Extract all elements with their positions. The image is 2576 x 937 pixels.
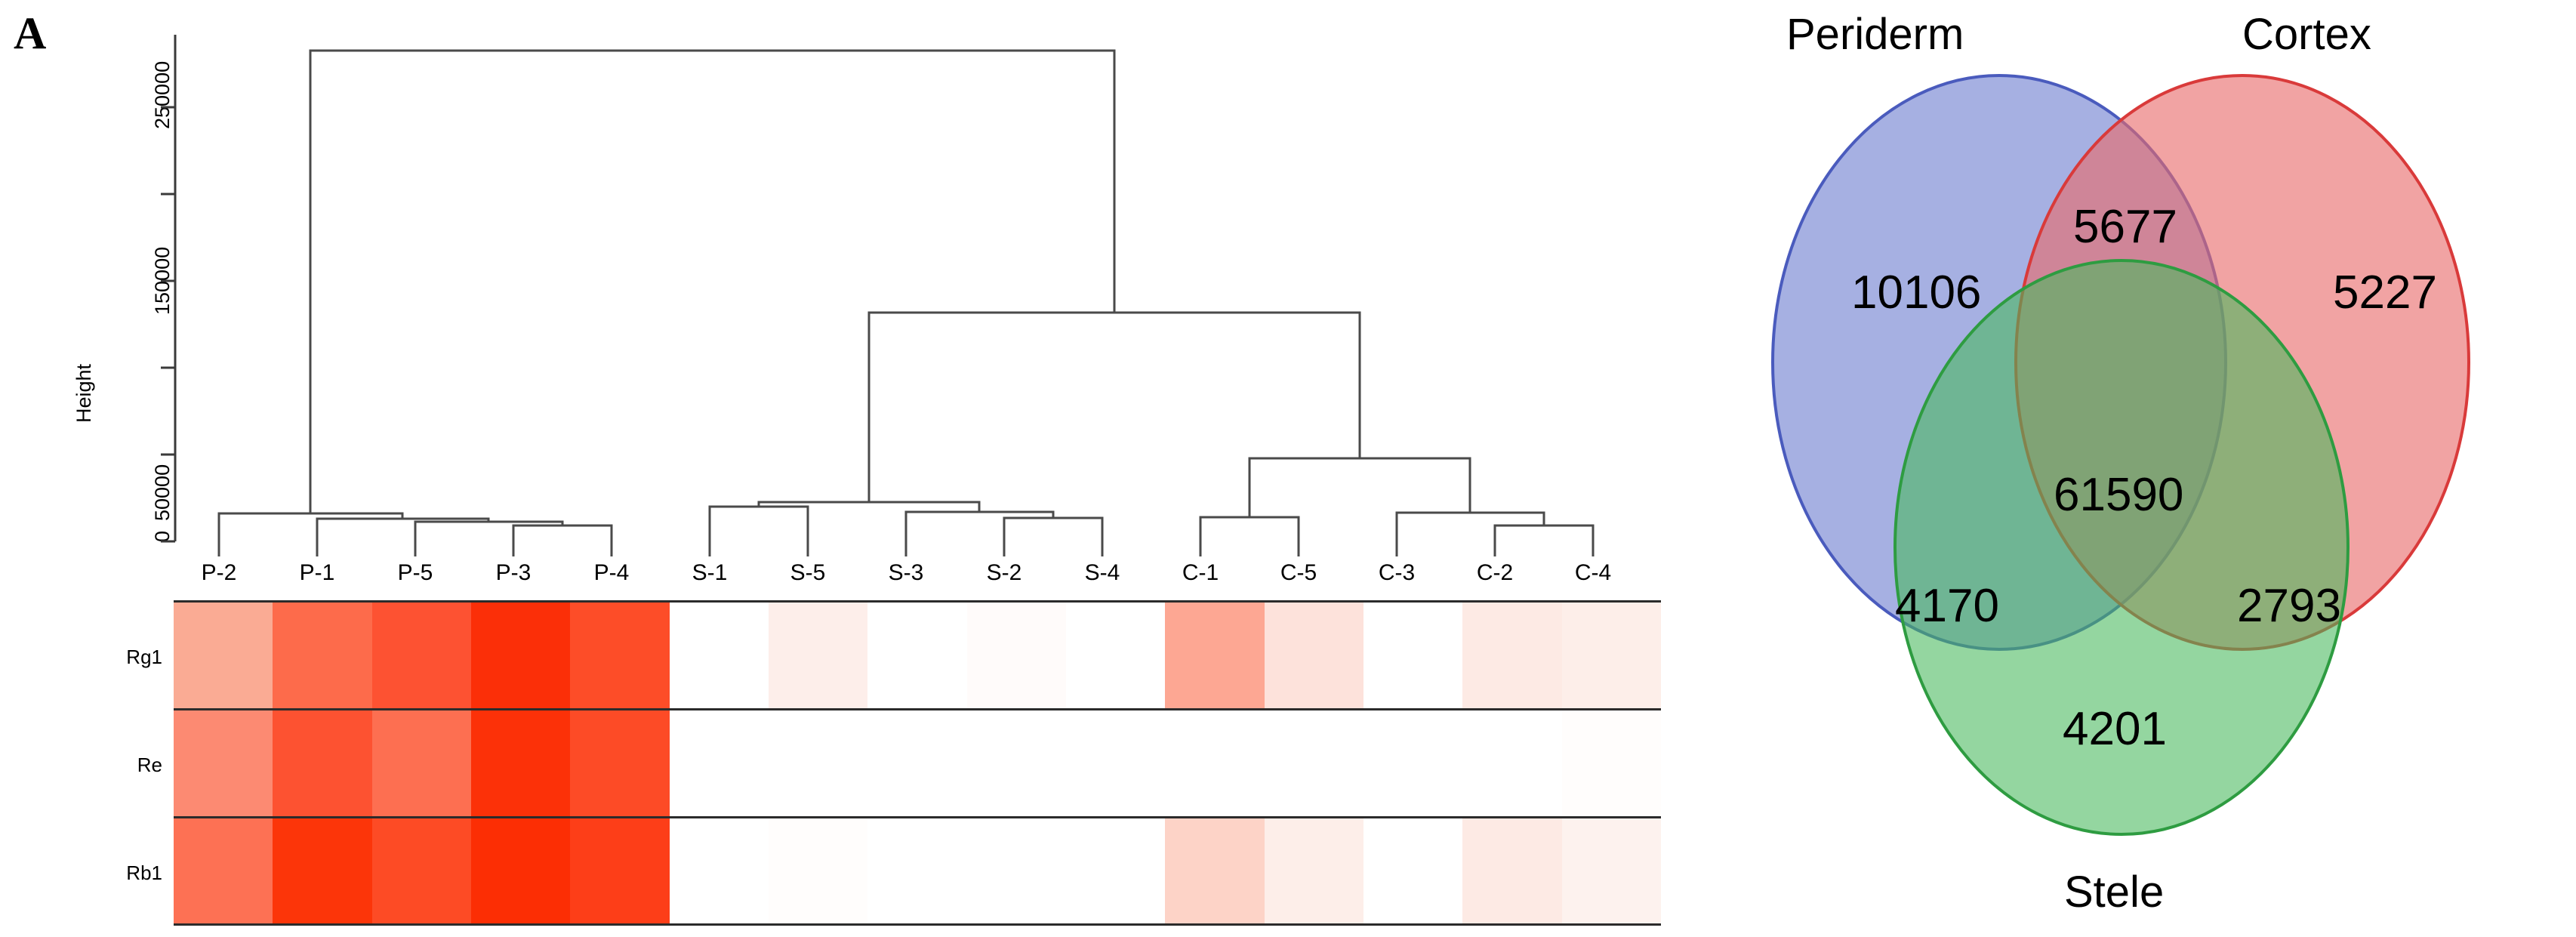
heatmap-cell-re-p-5: [371, 708, 471, 817]
heatmap-cell-re-s-1: [669, 708, 769, 817]
heatmap-rule-1: [174, 708, 1661, 710]
heatmap-rule-2: [174, 816, 1661, 818]
heatmap-cell-rg1-p-2: [174, 600, 273, 709]
x-tick-label-s-3: S-3: [888, 560, 924, 585]
heatmap-cell-rb1-c-3: [1363, 816, 1463, 925]
heatmap-cell-rb1-s-2: [966, 816, 1066, 925]
heatmap-cell-rg1-c-1: [1165, 600, 1265, 709]
heatmap-cell-re-s-5: [768, 708, 868, 817]
dendrogram-tree: [217, 49, 1595, 556]
heatmap-cell-rg1-p-1: [273, 600, 372, 709]
x-tick-label-p-5: P-5: [397, 560, 433, 585]
panel-a-dendrogram-heatmap: A Height 0 50000 150000 250000: [14, 8, 1661, 926]
heatmap-cell-rg1-s-4: [1065, 600, 1166, 709]
venn-count-cortex-stele: 2793: [2237, 580, 2341, 632]
heatmap-row-re: [174, 708, 1661, 817]
venn-count-all-three: 61590: [2054, 469, 2184, 521]
heatmap-cell-re-p-4: [570, 708, 670, 817]
heatmap-cell-rg1-c-4: [1561, 600, 1661, 709]
heatmap-cell-re-s-2: [966, 708, 1066, 817]
heatmap-cell-rg1-s-1: [669, 600, 769, 709]
heatmap-cell-rb1-p-4: [570, 816, 670, 925]
x-tick-label-s-5: S-5: [790, 560, 826, 585]
heatmap-cell-rg1-c-5: [1264, 600, 1363, 709]
x-tick-label-c-4: C-4: [1574, 560, 1612, 585]
venn-count-periderm-only: 10106: [1851, 267, 1982, 319]
venn-label-periderm: Periderm: [1786, 10, 1964, 59]
x-tick-label-c-1: C-1: [1182, 560, 1219, 585]
heatmap-cell-rg1-p-4: [570, 600, 670, 709]
venn-label-stele: Stele: [2064, 868, 2165, 917]
heatmap-cell-rb1-p-3: [470, 816, 571, 925]
x-tick-label-c-3: C-3: [1378, 560, 1416, 585]
panel-b-venn-diagram: B Periderm Cortex Stele 10106 5677 5227 …: [1646, 0, 2576, 937]
heatmap-cell-re-p-2: [174, 708, 273, 817]
x-tick-label-p-4: P-4: [593, 560, 630, 585]
panel-a-letter: A: [14, 8, 47, 58]
y-axis-spine: [161, 35, 177, 543]
x-tick-label-c-5: C-5: [1280, 560, 1317, 585]
venn-ellipse-stele: [1893, 259, 2350, 836]
x-tick-label-p-2: P-2: [201, 560, 237, 585]
heatmap-cell-rb1-p-1: [273, 816, 372, 925]
venn-count-periderm-stele: 4170: [1895, 580, 1999, 632]
heatmap-cell-re-s-3: [867, 708, 967, 817]
heatmap-cell-rg1-s-2: [966, 600, 1066, 709]
heatmap-row-rg1: [174, 600, 1661, 709]
x-tick-label-s-4: S-4: [1084, 560, 1120, 585]
venn-label-cortex: Cortex: [2242, 10, 2371, 59]
heatmap-cell-rb1-s-4: [1065, 816, 1166, 925]
dendrogram-plot: [161, 35, 1595, 556]
heatmap-cell-re-c-5: [1264, 708, 1363, 817]
venn-count-cortex-only: 5227: [2333, 267, 2437, 319]
heatmap-cell-rg1-s-3: [867, 600, 967, 709]
heatmap-cell-rb1-c-4: [1561, 816, 1661, 925]
heatmap-cell-re-c-2: [1462, 708, 1562, 817]
heatmap-rule-top: [174, 600, 1661, 603]
x-tick-label-p-1: P-1: [299, 560, 335, 585]
heatmap-cell-re-c-4: [1561, 708, 1661, 817]
heatmap-cell-rg1-p-5: [371, 600, 471, 709]
venn-count-periderm-cortex: 5677: [2073, 201, 2177, 253]
heatmap-cell-rg1-s-5: [768, 600, 868, 709]
heatmap-cell-rb1-s-5: [768, 816, 868, 925]
heatmap-row-label-rg1: Rg1: [126, 646, 162, 668]
heatmap-row-label-rb1: Rb1: [126, 861, 162, 884]
heatmap-cell-re-s-4: [1065, 708, 1166, 817]
heatmap-row-rb1: [174, 816, 1661, 925]
heatmap-cell-rg1-p-3: [470, 600, 571, 709]
heatmap-cell-rb1-s-1: [669, 816, 769, 925]
heatmap-rule-bottom: [174, 923, 1661, 926]
heatmap-cell-rg1-c-2: [1462, 600, 1562, 709]
heatmap-cell-rb1-s-3: [867, 816, 967, 925]
heatmap-cell-rg1-c-3: [1363, 600, 1463, 709]
x-tick-label-c-2: C-2: [1476, 560, 1514, 585]
heatmap-cell-re-c-3: [1363, 708, 1463, 817]
venn-diagram-svg: [1771, 74, 2470, 836]
heatmap-cell-re-c-1: [1165, 708, 1265, 817]
heatmap-cell-rb1-c-1: [1165, 816, 1265, 925]
x-tick-label-p-3: P-3: [495, 560, 532, 585]
x-tick-label-s-1: S-1: [692, 560, 728, 585]
heatmap-cell-rb1-p-2: [174, 816, 273, 925]
heatmap-cell-rb1-c-2: [1462, 816, 1562, 925]
venn-count-stele-only: 4201: [2063, 703, 2167, 755]
x-tick-label-s-2: S-2: [986, 560, 1022, 585]
heatmap-grid: [174, 600, 1661, 926]
heatmap-cell-rb1-p-5: [371, 816, 471, 925]
heatmap-cell-re-p-3: [470, 708, 571, 817]
heatmap-cell-re-p-1: [273, 708, 372, 817]
heatmap-cell-rb1-c-5: [1264, 816, 1363, 925]
heatmap-row-label-re: Re: [137, 754, 162, 776]
